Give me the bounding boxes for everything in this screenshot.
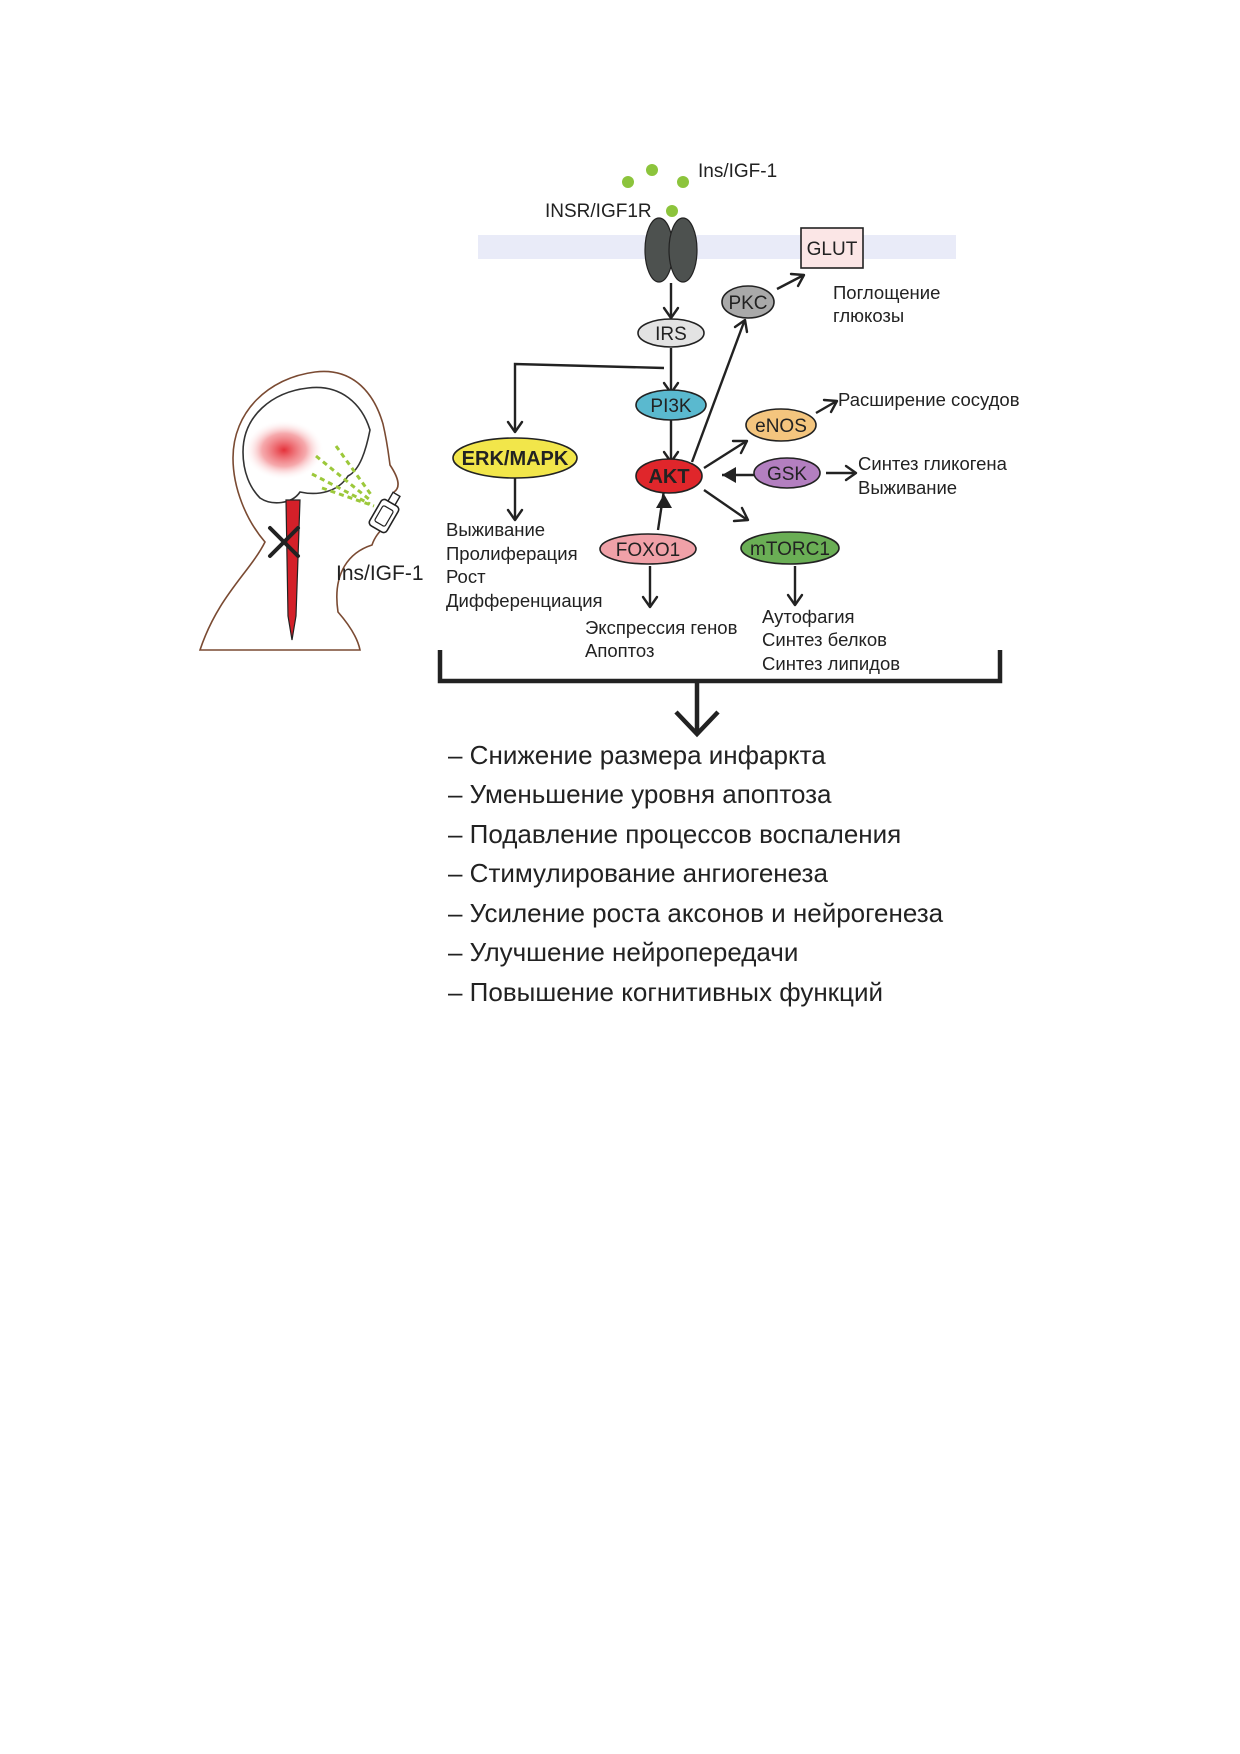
foxo1-effect-line: Апоптоз — [585, 640, 655, 661]
ligand-label: Ins/IGF-1 — [698, 161, 777, 182]
summary-bracket — [437, 650, 1003, 738]
svg-text:eNOS: eNOS — [755, 416, 807, 437]
cell-membrane — [478, 235, 956, 259]
nasal-spray-icon — [368, 491, 401, 534]
outcome-item: – Усиление роста аксонов и нейрогенеза — [448, 898, 944, 928]
outcome-item: – Уменьшение уровня апоптоза — [448, 779, 832, 809]
lesion-spot — [244, 420, 324, 480]
node-erk-mapk: ERK/MAPK — [452, 437, 578, 479]
block-x-icon — [268, 526, 300, 558]
connections — [506, 272, 858, 609]
foxo1-effect-line: Экспрессия генов — [585, 617, 738, 638]
node-gsk: GSK — [753, 457, 821, 489]
outcome-item: – Улучшение нейропередачи — [448, 937, 798, 967]
svg-text:AKT: AKT — [648, 466, 689, 488]
svg-text:IRS: IRS — [655, 324, 687, 345]
outcome-item: – Стимулирование ангиогенеза — [448, 858, 828, 888]
glut-effect-line: глюкозы — [833, 305, 904, 326]
svg-text:GSK: GSK — [767, 464, 807, 485]
svg-text:ERK/MAPK: ERK/MAPK — [462, 448, 569, 470]
spray-lines — [311, 445, 375, 508]
glut-effect-line: Поглощение — [833, 282, 940, 303]
outcome-item: – Снижение размера инфаркта — [448, 740, 826, 770]
ligand-dots — [622, 164, 689, 217]
node-pi3k: PI3K — [635, 389, 707, 421]
nasal-ligand-label: Ins/IGF-1 — [336, 562, 424, 585]
svg-text:mTORC1: mTORC1 — [750, 539, 830, 560]
enos-effect-line: Расширение сосудов — [838, 389, 1020, 410]
outcome-item: – Повышение когнитивных функций — [448, 977, 883, 1007]
svg-text:PI3K: PI3K — [650, 396, 692, 417]
head-silhouette-icon — [198, 370, 401, 651]
node-akt: AKT — [635, 458, 703, 494]
mtorc1-effect-line: Аутофагия — [762, 606, 855, 627]
outcomes-list: – Снижение размера инфаркта – Уменьшение… — [448, 740, 944, 1007]
erk-effect-line: Дифференциация — [446, 590, 603, 611]
node-pkc: PKC — [721, 285, 775, 319]
node-foxo1: FOXO1 — [599, 533, 697, 565]
svg-text:FOXO1: FOXO1 — [616, 540, 680, 561]
svg-text:PKC: PKC — [728, 293, 767, 314]
outcome-item: – Подавление процессов воспаления — [448, 819, 901, 849]
receptor — [644, 217, 698, 283]
node-mtorc1: mTORC1 — [740, 531, 840, 565]
node-irs: IRS — [637, 318, 705, 348]
node-glut: GLUT — [800, 227, 864, 269]
node-enos: eNOS — [745, 408, 817, 442]
receptor-label: INSR/IGF1R — [545, 201, 652, 222]
erk-effect-line: Пролиферация — [446, 543, 578, 564]
svg-text:GLUT: GLUT — [807, 239, 858, 260]
mtorc1-effect-line: Синтез белков — [762, 629, 887, 650]
erk-effect-line: Выживание — [446, 519, 545, 540]
mtorc1-effect-line: Синтез липидов — [762, 653, 900, 674]
gsk-effect-line: Синтез гликогена — [858, 453, 1008, 474]
gsk-effect-line: Выживание — [858, 477, 957, 498]
erk-effect-line: Рост — [446, 566, 486, 587]
